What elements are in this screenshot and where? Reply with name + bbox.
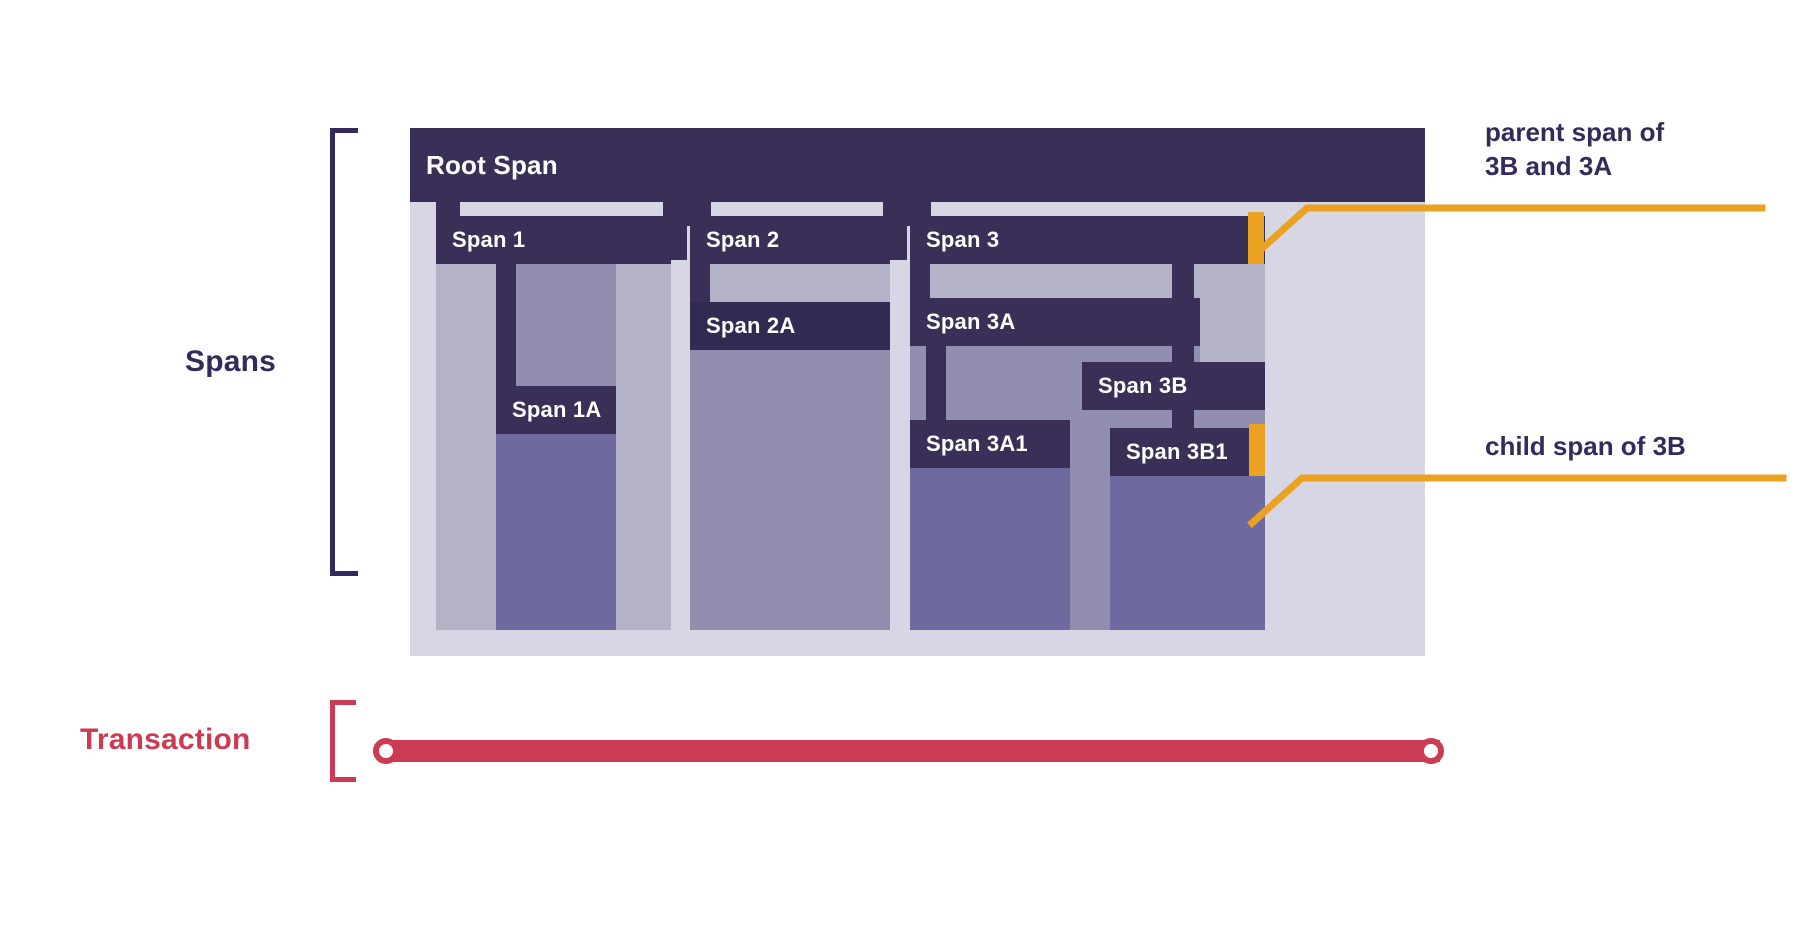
- annotation-child-line1: child span of 3B: [1485, 431, 1686, 461]
- span-tree: Root Span Span 1 Span 1A Span 2 Span 2A: [410, 128, 1425, 656]
- leader-line-child: [1245, 450, 1790, 530]
- span-bar-3[interactable]: Span 3: [910, 216, 1265, 264]
- leader-line-parent: [1250, 180, 1770, 260]
- span-bar-2[interactable]: Span 2: [690, 216, 890, 264]
- transaction-bracket: [330, 700, 356, 782]
- transaction-section-label: Transaction: [80, 723, 251, 756]
- transaction-start-endpoint[interactable]: [373, 738, 399, 764]
- span-bar-1[interactable]: Span 1: [436, 216, 671, 264]
- spans-section-label: Spans: [185, 345, 277, 378]
- span-bar-root[interactable]: Root Span: [410, 128, 1425, 202]
- connector-span1-to-span1a: [496, 264, 516, 386]
- span-lane-2a-body: [690, 350, 890, 630]
- span-bar-3b1[interactable]: Span 3B1: [1110, 428, 1265, 476]
- annotation-parent-span: parent span of 3B and 3A: [1485, 116, 1755, 184]
- span-bar-3b[interactable]: Span 3B: [1082, 362, 1265, 410]
- span-lane-3b1-body: [1110, 476, 1265, 630]
- spans-bracket: [330, 128, 358, 576]
- annotation-parent-line2: 3B and 3A: [1485, 150, 1613, 181]
- span-bar-3a1[interactable]: Span 3A1: [910, 420, 1070, 468]
- span-bar-1a[interactable]: Span 1A: [496, 386, 616, 434]
- transaction-end-endpoint[interactable]: [1418, 738, 1444, 764]
- transaction-bar[interactable]: [385, 740, 1440, 762]
- annotation-parent-line1: parent span of: [1485, 117, 1665, 147]
- span-lane-1a-body: [496, 434, 616, 630]
- annotation-child-span: child span of 3B: [1485, 430, 1785, 464]
- span-bar-3a[interactable]: Span 3A: [910, 298, 1200, 346]
- connector-span3-to-span3b: [1172, 264, 1194, 362]
- highlight-marker-child-span[interactable]: [1249, 424, 1265, 480]
- span-bar-2a[interactable]: Span 2A: [690, 302, 890, 350]
- span-lane-3a1-body: [910, 468, 1070, 630]
